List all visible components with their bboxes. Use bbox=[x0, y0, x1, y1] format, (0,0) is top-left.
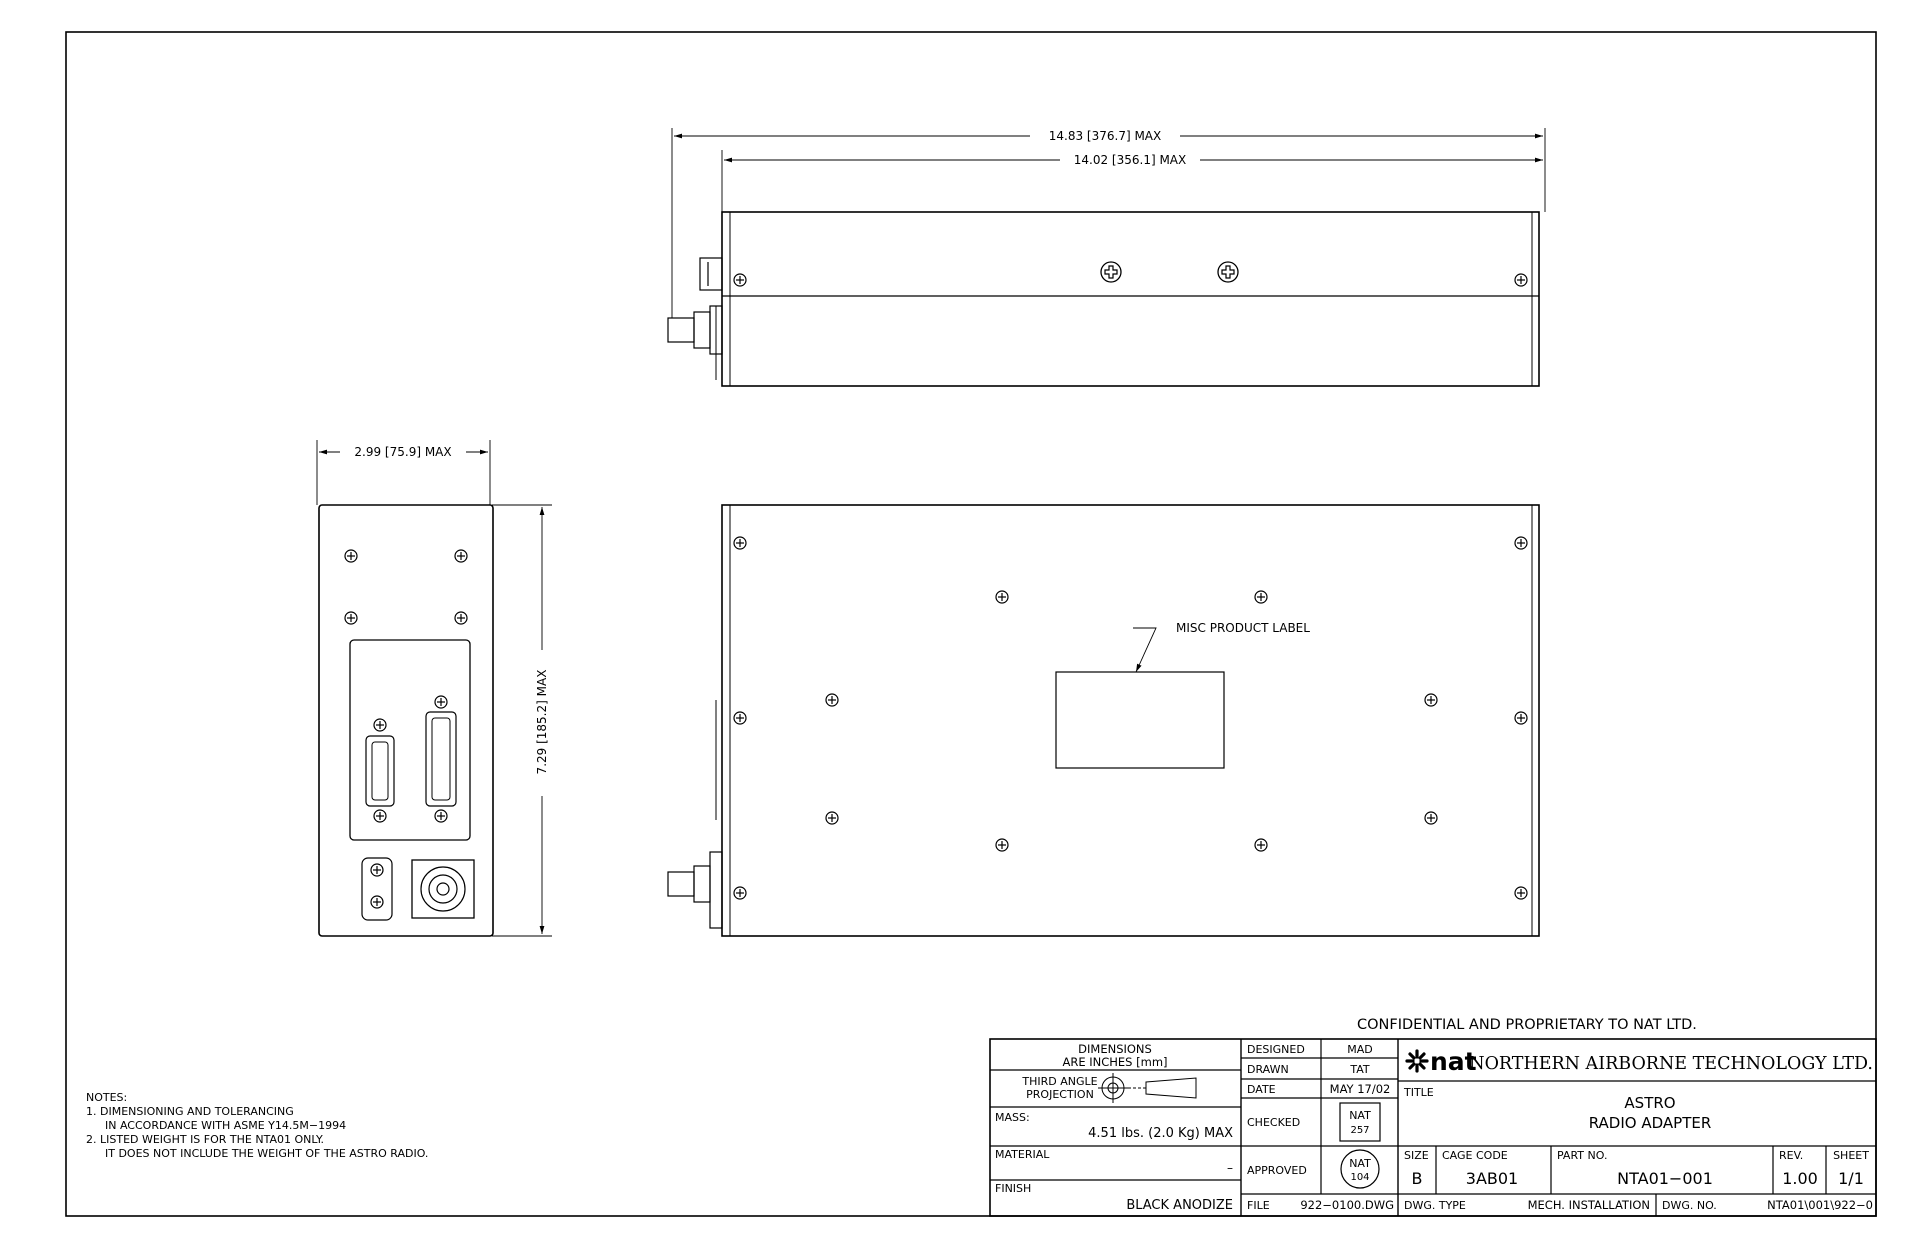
designed-value: MAD bbox=[1347, 1043, 1373, 1056]
sheet-border bbox=[65, 31, 1877, 1217]
bnc-connector-icon bbox=[411, 859, 475, 919]
screw-icon bbox=[733, 886, 747, 900]
approved-stamp-line2: 104 bbox=[1350, 1172, 1369, 1183]
screw-icon bbox=[1424, 693, 1438, 707]
side-view-chassis bbox=[721, 504, 1540, 937]
title-line1: ASTRO bbox=[1624, 1094, 1675, 1112]
screw-icon bbox=[454, 611, 468, 625]
material-label: MATERIAL bbox=[995, 1148, 1050, 1161]
screw-icon bbox=[454, 549, 468, 563]
finish-value: BLACK ANODIZE bbox=[1126, 1198, 1233, 1213]
date-value: MAY 17/02 bbox=[1330, 1082, 1391, 1096]
confidential-notice: CONFIDENTIAL AND PROPRIETARY TO NAT LTD. bbox=[1357, 1017, 1697, 1033]
note-line: 1. DIMENSIONING AND TOLERANCING bbox=[86, 1105, 294, 1118]
screw-icon bbox=[344, 611, 358, 625]
title-block-text: DIMENSIONS ARE INCHES [mm] THIRD ANGLE P… bbox=[995, 1042, 1873, 1213]
nat-logo-icon: nat bbox=[1405, 1047, 1477, 1076]
dwg-no-label: DWG. NO. bbox=[1662, 1199, 1717, 1212]
checked-stamp-line1: NAT bbox=[1349, 1109, 1371, 1122]
rev-value: 1.00 bbox=[1782, 1169, 1818, 1188]
screw-icon bbox=[1514, 886, 1528, 900]
projection-line2: PROJECTION bbox=[1026, 1088, 1094, 1101]
screw-icon bbox=[1424, 811, 1438, 825]
side-view: MISC PRODUCT LABEL bbox=[667, 504, 1540, 937]
product-label-callout: MISC PRODUCT LABEL bbox=[1176, 621, 1310, 635]
title-block bbox=[989, 1038, 1877, 1217]
mass-value: 4.51 lbs. (2.0 Kg) MAX bbox=[1088, 1126, 1233, 1141]
screw-icon bbox=[370, 895, 384, 909]
size-label: SIZE bbox=[1404, 1149, 1429, 1162]
checked-label: CHECKED bbox=[1247, 1116, 1300, 1129]
projection-line1: THIRD ANGLE bbox=[1021, 1075, 1097, 1088]
cage-value: 3AB01 bbox=[1466, 1169, 1518, 1188]
part-label: PART NO. bbox=[1557, 1149, 1607, 1162]
screw-icon bbox=[995, 838, 1009, 852]
screw-icon bbox=[1514, 536, 1528, 550]
title-line2: RADIO ADAPTER bbox=[1589, 1114, 1712, 1132]
part-value: NTA01−001 bbox=[1617, 1169, 1713, 1188]
screw-icon bbox=[733, 536, 747, 550]
date-label: DATE bbox=[1247, 1083, 1276, 1096]
body-length-dim: 14.02 [356.1] MAX bbox=[1074, 153, 1186, 167]
height-dim: 7.29 [185.2] MAX bbox=[535, 670, 549, 775]
db25-connector-icon bbox=[425, 695, 457, 823]
note-line: IT DOES NOT INCLUDE THE WEIGHT OF THE AS… bbox=[105, 1147, 428, 1160]
finish-label: FINISH bbox=[995, 1182, 1031, 1195]
notes-heading: NOTES: bbox=[86, 1091, 127, 1104]
screw-icon bbox=[1254, 590, 1268, 604]
screw-icon bbox=[733, 711, 747, 725]
file-value: 922−0100.DWG bbox=[1300, 1198, 1394, 1212]
screw-icon bbox=[825, 811, 839, 825]
screw-icon bbox=[370, 863, 384, 877]
mass-label: MASS: bbox=[995, 1111, 1030, 1124]
captive-screw-icon bbox=[1217, 261, 1239, 283]
drawn-label: DRAWN bbox=[1247, 1063, 1289, 1076]
approved-label: APPROVED bbox=[1247, 1164, 1307, 1177]
dim-units-line2: ARE INCHES [mm] bbox=[1062, 1055, 1167, 1069]
dwg-type-label: DWG. TYPE bbox=[1404, 1199, 1466, 1212]
rev-label: REV. bbox=[1779, 1149, 1803, 1162]
sheet-value: 1/1 bbox=[1838, 1169, 1864, 1188]
screw-icon bbox=[1514, 273, 1528, 287]
size-value: B bbox=[1412, 1169, 1423, 1188]
screw-icon bbox=[733, 273, 747, 287]
designed-label: DESIGNED bbox=[1247, 1043, 1305, 1056]
screw-icon bbox=[825, 693, 839, 707]
checked-stamp-line2: 257 bbox=[1350, 1125, 1369, 1136]
screw-icon bbox=[1254, 838, 1268, 852]
screw-icon bbox=[1514, 711, 1528, 725]
top-view: 14.83 [376.7] MAX 14.02 [356.1] MAX bbox=[667, 128, 1546, 387]
checked-stamp bbox=[1339, 1102, 1381, 1142]
dwg-no-value: NTA01\001\922−0 bbox=[1767, 1198, 1873, 1212]
note-line: 2. LISTED WEIGHT IS FOR THE NTA01 ONLY. bbox=[86, 1133, 324, 1146]
drawn-value: TAT bbox=[1349, 1063, 1370, 1076]
top-view-chassis bbox=[721, 211, 1540, 387]
logo-text: nat bbox=[1430, 1047, 1477, 1076]
overall-length-dim: 14.83 [376.7] MAX bbox=[1049, 129, 1161, 143]
sheet-label: SHEET bbox=[1833, 1149, 1869, 1162]
screw-icon bbox=[995, 590, 1009, 604]
dwg-type-value: MECH. INSTALLATION bbox=[1528, 1198, 1650, 1212]
title-label: TITLE bbox=[1403, 1086, 1434, 1099]
screw-icon bbox=[344, 549, 358, 563]
cage-label: CAGE CODE bbox=[1442, 1149, 1508, 1162]
approved-stamp bbox=[1340, 1149, 1380, 1189]
company-name: NORTHERN AIRBORNE TECHNOLOGY LTD. bbox=[1469, 1054, 1873, 1074]
dim-units-line1: DIMENSIONS bbox=[1078, 1042, 1152, 1056]
db15-connector-icon bbox=[365, 718, 395, 823]
end-view: 2.99 [75.9] MAX 7.29 [185.2] MAX bbox=[316, 440, 552, 937]
material-value: – bbox=[1227, 1161, 1233, 1175]
notes: NOTES: 1. DIMENSIONING AND TOLERANCING I… bbox=[86, 1091, 428, 1160]
third-angle-projection-icon bbox=[1098, 1073, 1197, 1103]
product-label-area bbox=[1055, 671, 1225, 769]
end-view-faceplate bbox=[318, 504, 494, 937]
approved-stamp-line1: NAT bbox=[1349, 1157, 1371, 1170]
width-dim: 2.99 [75.9] MAX bbox=[354, 445, 451, 459]
note-line: IN ACCORDANCE WITH ASME Y14.5M−1994 bbox=[105, 1119, 346, 1132]
captive-screw-icon bbox=[1100, 261, 1122, 283]
file-label: FILE bbox=[1247, 1199, 1270, 1212]
